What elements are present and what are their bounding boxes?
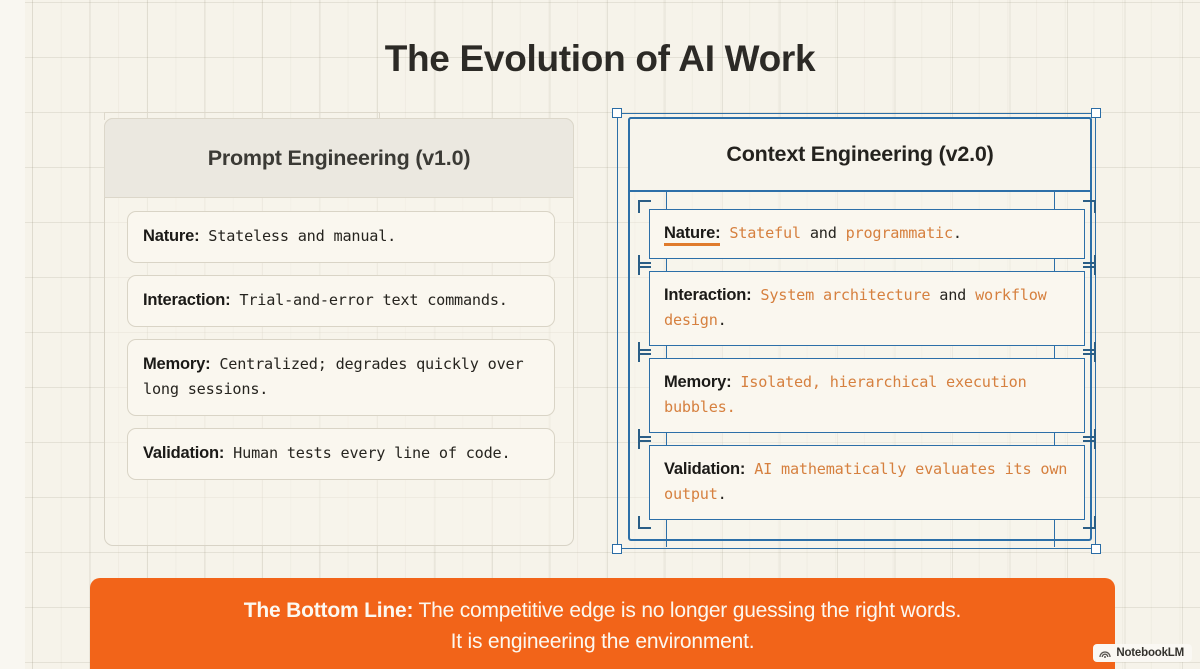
- left-card-interaction-text: Trial-and-error text commands.: [230, 291, 508, 309]
- corner-bracket-icon: [638, 349, 651, 362]
- left-panel-card-list: Nature: Stateless and manual. Interactio…: [127, 211, 555, 492]
- left-card-validation-text: Human tests every line of code.: [224, 444, 511, 462]
- left-card-memory[interactable]: Memory: Centralized; degrades quickly ov…: [127, 339, 555, 416]
- corner-bracket-icon: [638, 342, 651, 355]
- right-card-memory-label: Memory:: [664, 373, 732, 391]
- corner-bracket-icon: [638, 516, 651, 529]
- corner-bracket-icon: [638, 200, 651, 213]
- right-card-validation[interactable]: Validation: AI mathematically evaluates …: [649, 445, 1085, 520]
- notebooklm-watermark: NotebookLM: [1093, 644, 1192, 662]
- corner-bracket-icon: [1083, 516, 1096, 529]
- bottom-line-banner: The Bottom Line: The competitive edge is…: [90, 578, 1115, 669]
- left-card-interaction-label: Interaction:: [143, 291, 231, 309]
- left-card-validation[interactable]: Validation: Human tests every line of co…: [127, 428, 555, 480]
- page-title: The Evolution of AI Work: [384, 38, 816, 79]
- left-card-memory-label: Memory:: [143, 355, 211, 373]
- left-panel-stray-guide: [104, 112, 380, 120]
- left-card-nature[interactable]: Nature: Stateless and manual.: [127, 211, 555, 263]
- right-card-memory[interactable]: Memory: Isolated, hierarchical execution…: [649, 358, 1085, 433]
- left-card-nature-label: Nature:: [143, 227, 200, 245]
- right-card-nature-wrapper: Nature: Stateful and programmatic.: [638, 200, 1096, 268]
- selection-rectangle[interactable]: [617, 113, 1096, 549]
- right-panel-card-list: Nature: Stateful and programmatic. Inter…: [638, 200, 1096, 532]
- selection-handle-top-right[interactable]: [1091, 108, 1101, 118]
- corner-bracket-icon: [1083, 436, 1096, 449]
- corner-bracket-icon: [1083, 262, 1096, 275]
- banner-strong-label: The Bottom Line:: [243, 598, 414, 622]
- right-card-validation-wrapper: Validation: AI mathematically evaluates …: [638, 436, 1096, 529]
- right-card-interaction-wrapper: Interaction: System architecture and wor…: [638, 262, 1096, 355]
- corner-bracket-icon: [1083, 255, 1096, 268]
- notebooklm-logo-icon: [1099, 647, 1112, 659]
- corner-bracket-icon: [1083, 429, 1096, 442]
- right-panel-header-title: Context Engineering (v2.0): [726, 142, 994, 166]
- banner-line-2: It is engineering the environment.: [450, 629, 755, 653]
- right-panel-header: Context Engineering (v2.0): [628, 117, 1092, 192]
- right-card-interaction-text: System architecture and workflow design.: [664, 286, 1047, 329]
- right-card-interaction-label: Interaction:: [664, 286, 752, 304]
- corner-bracket-icon: [1083, 342, 1096, 355]
- left-margin-strip: [0, 0, 25, 669]
- corner-bracket-icon: [638, 255, 651, 268]
- right-card-validation-label: Validation:: [664, 460, 746, 478]
- corner-bracket-icon: [1083, 200, 1096, 213]
- corner-bracket-icon: [638, 429, 651, 442]
- right-card-nature-text: Stateful and programmatic.: [729, 224, 962, 242]
- right-card-validation-text: AI mathematically evaluates its own outp…: [664, 460, 1068, 503]
- corner-bracket-icon: [1083, 349, 1096, 362]
- banner-line-1-text: The competitive edge is no longer guessi…: [413, 598, 962, 622]
- corner-bracket-icon: [638, 436, 651, 449]
- right-card-memory-text: Isolated, hierarchical execution bubbles…: [664, 373, 1027, 416]
- corner-bracket-icon: [638, 262, 651, 275]
- left-card-validation-label: Validation:: [143, 444, 225, 462]
- notebooklm-watermark-label: NotebookLM: [1116, 647, 1184, 659]
- selection-handle-top-left[interactable]: [612, 108, 622, 118]
- left-panel-header-title: Prompt Engineering (v1.0): [207, 145, 471, 170]
- left-card-nature-text: Stateless and manual.: [199, 227, 397, 245]
- right-card-nature-label: Nature:: [664, 224, 721, 246]
- right-card-interaction[interactable]: Interaction: System architecture and wor…: [649, 271, 1085, 346]
- left-card-memory-text: Centralized; degrades quickly over long …: [143, 355, 524, 398]
- right-card-nature[interactable]: Nature: Stateful and programmatic.: [649, 209, 1085, 259]
- banner-line-1: The Bottom Line: The competitive edge is…: [243, 595, 962, 626]
- selection-handle-bottom-right[interactable]: [1091, 544, 1101, 554]
- selection-handle-bottom-left[interactable]: [612, 544, 622, 554]
- right-card-memory-wrapper: Memory: Isolated, hierarchical execution…: [638, 349, 1096, 442]
- left-card-interaction[interactable]: Interaction: Trial-and-error text comman…: [127, 275, 555, 327]
- left-panel-header: Prompt Engineering (v1.0): [104, 118, 574, 198]
